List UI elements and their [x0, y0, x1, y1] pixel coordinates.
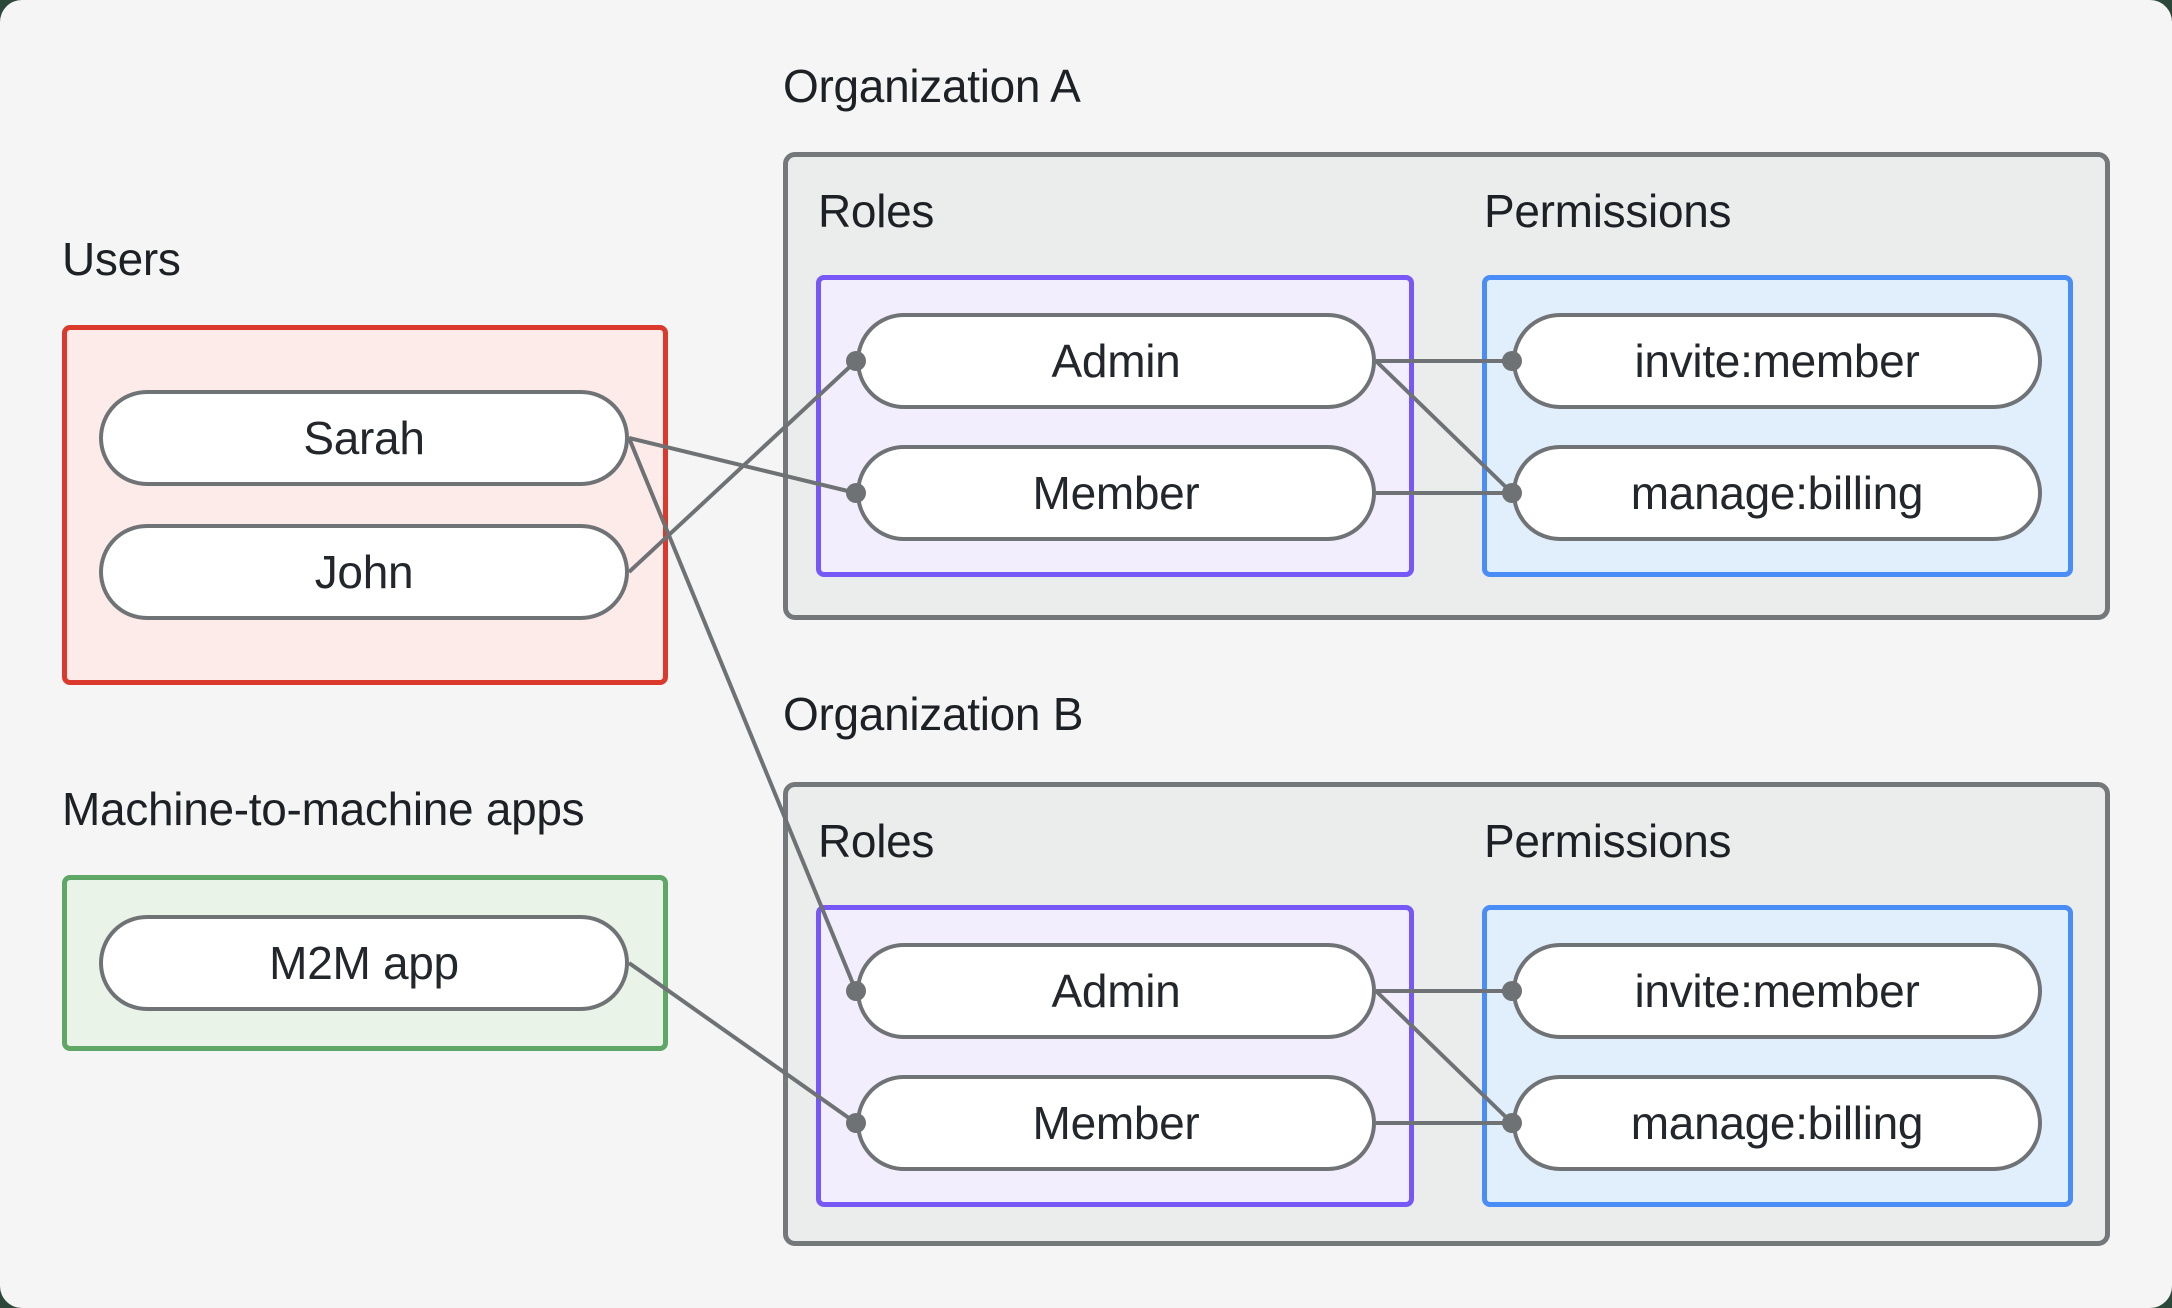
- m2m-node-app: M2M app: [99, 915, 629, 1011]
- connection-dot: [846, 351, 866, 371]
- org-b-role-admin: Admin: [856, 943, 1376, 1039]
- org-a-label: Organization A: [783, 60, 1081, 112]
- connection-dot: [846, 981, 866, 1001]
- connection-dot: [1502, 483, 1522, 503]
- org-b-permissions-label: Permissions: [1484, 815, 1732, 867]
- org-a-role-admin: Admin: [856, 313, 1376, 409]
- user-node-john: John: [99, 524, 629, 620]
- org-b-roles-label: Roles: [818, 815, 935, 867]
- users-box: [62, 325, 668, 685]
- org-b-label: Organization B: [783, 688, 1084, 740]
- connection-dot: [1502, 1113, 1522, 1133]
- org-a-permission-manage-billing: manage:billing: [1512, 445, 2042, 541]
- org-a-permissions-label: Permissions: [1484, 185, 1732, 237]
- org-b-permission-invite-member: invite:member: [1512, 943, 2042, 1039]
- org-a-roles-label: Roles: [818, 185, 935, 237]
- org-a-permission-invite-member: invite:member: [1512, 313, 2042, 409]
- users-label: Users: [62, 233, 181, 285]
- connection-dot: [1502, 981, 1522, 1001]
- org-b-permission-manage-billing: manage:billing: [1512, 1075, 2042, 1171]
- connection-dot: [846, 483, 866, 503]
- connection-dot: [1502, 351, 1522, 371]
- org-a-role-member: Member: [856, 445, 1376, 541]
- user-node-sarah: Sarah: [99, 390, 629, 486]
- m2m-label: Machine-to-machine apps: [62, 783, 585, 835]
- org-b-role-member: Member: [856, 1075, 1376, 1171]
- connection-dot: [846, 1113, 866, 1133]
